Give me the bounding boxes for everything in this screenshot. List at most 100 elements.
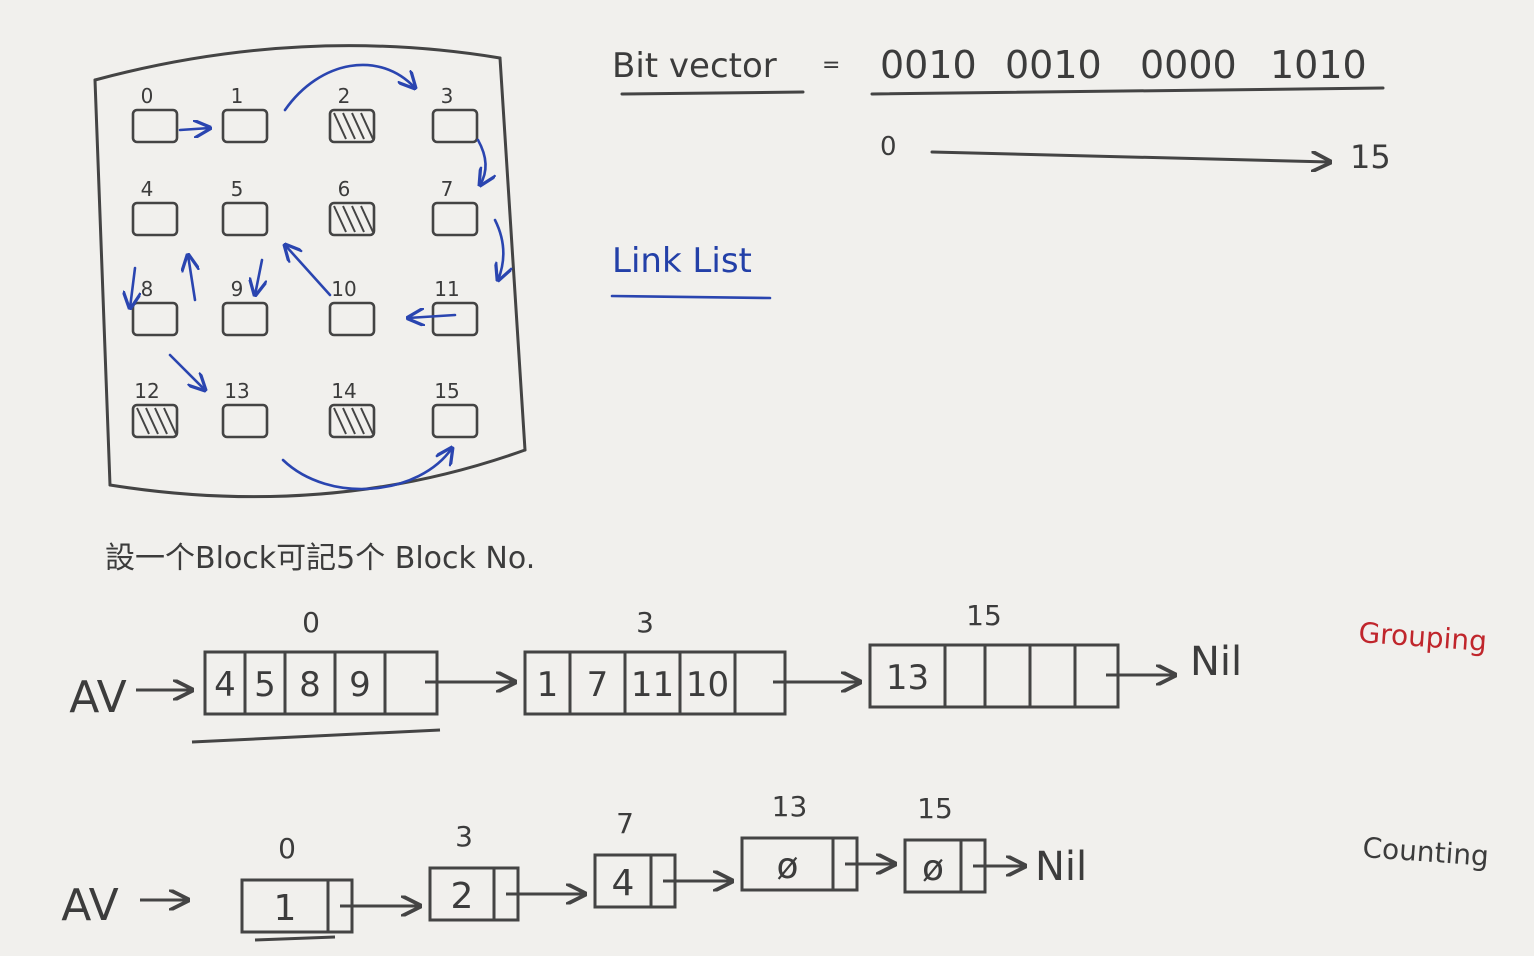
cylinder-left-side [93,78,112,487]
link-list-section: Link List [610,241,772,300]
grouping-cell: 1 [537,665,559,705]
cylinder-right-side [498,56,527,452]
used-hatch [342,205,356,233]
used-hatch [333,205,347,233]
counting-node-label: 7 [616,807,634,840]
block-number: 14 [331,379,356,403]
used-hatch [351,407,365,435]
counting-node-0: 01 [240,832,420,934]
block-number: 2 [338,84,351,108]
block-capacity-note: 設一个Block可記5个 Block No. [105,541,535,576]
bit-vector-equals: = [822,53,840,78]
counting-node-box [740,836,859,892]
counting-title: Counting [1362,831,1490,873]
block-number: 3 [441,84,454,108]
used-hatch [360,205,374,233]
counting-node-label: 13 [772,790,808,823]
counting-node-label: 15 [917,792,953,825]
block-number: 11 [434,277,459,301]
grouping-cell: 5 [254,665,276,705]
block-box [431,108,479,144]
grouping-node-box [203,650,439,716]
bit-group-1: 0010 [880,43,977,87]
bit-group-2: 0010 [1005,43,1102,87]
disk-block-3: 3 [431,84,479,144]
block-box [328,301,376,337]
block-box [131,301,179,337]
grouping-underline [191,728,441,744]
counting-count: ø [776,846,798,887]
block-box [328,403,376,439]
disk-block-15: 15 [431,379,479,439]
grouping-cell: 13 [886,658,929,698]
used-hatch [154,407,168,435]
bit-vector-section: Bit vector = 0010 0010 0000 1010 0 15 [612,43,1391,176]
disk-block-13: 13 [221,379,269,439]
grouping-node-label: 0 [302,606,320,639]
link-arrow-5-9 [255,258,262,295]
disk-block-14: 14 [328,379,376,439]
grouping-title: Grouping [1358,616,1489,658]
counting-node-box [428,866,520,922]
block-box [131,201,179,237]
used-hatch [342,407,356,435]
grouping-cell: 7 [587,665,609,705]
disk-block-0: 0 [131,84,179,144]
used-hatch [351,112,365,140]
block-box [431,301,479,337]
link-arrow-3-7 [476,138,486,185]
block-box [131,403,179,439]
disk-block-11: 11 [431,277,479,337]
block-number: 4 [141,177,154,201]
block-number: 10 [331,277,356,301]
counting-node-7: 74 [593,807,732,909]
grouping-node-label: 3 [636,606,654,639]
bit-group-4: 1010 [1270,43,1367,87]
counting-count: 4 [612,863,635,904]
block-box [221,108,269,144]
link-arrow-10-5 [285,245,332,297]
block-box [221,201,269,237]
used-hatch [333,112,347,140]
used-hatch [145,407,159,435]
link-arrow-9-4 [188,255,195,302]
counting-node-3: 32 [428,820,585,922]
block-number: 15 [434,379,459,403]
used-hatch [351,205,365,233]
disk-block-1: 1 [221,84,269,144]
disk-block-12: 12 [131,379,179,439]
link-list-label: Link List [612,241,752,281]
disk-cylinder [93,44,527,499]
grouping-cell: 11 [631,665,674,705]
used-hatch [360,112,374,140]
disk-block-5: 5 [221,177,269,237]
block-number: 13 [224,379,249,403]
used-hatch [342,112,356,140]
counting-count: 1 [274,888,297,929]
block-number: 9 [231,277,244,301]
link-arrow-11-10 [408,315,457,318]
block-number: 8 [141,277,154,301]
block-number: 12 [134,379,159,403]
grouping-cell: 10 [686,665,729,705]
link-arrow-7-11 [493,218,503,280]
used-hatch [360,407,374,435]
block-box [328,201,376,237]
used-hatch [163,407,177,435]
counting-count: ø [922,848,944,889]
disk-block-2: 2 [328,84,376,144]
disk-block-9: 9 [221,277,269,337]
disk-block-10: 10 [328,277,376,337]
link-arrow-0-1 [178,128,210,130]
block-box [431,201,479,237]
used-hatch [136,407,150,435]
link-arrow-13-15 [281,448,452,491]
link-arrow-1-3 [283,63,415,112]
counting-nil: Nil [1035,844,1087,890]
grouping-cell: 4 [214,665,236,705]
bit-range-end: 15 [1350,138,1391,176]
